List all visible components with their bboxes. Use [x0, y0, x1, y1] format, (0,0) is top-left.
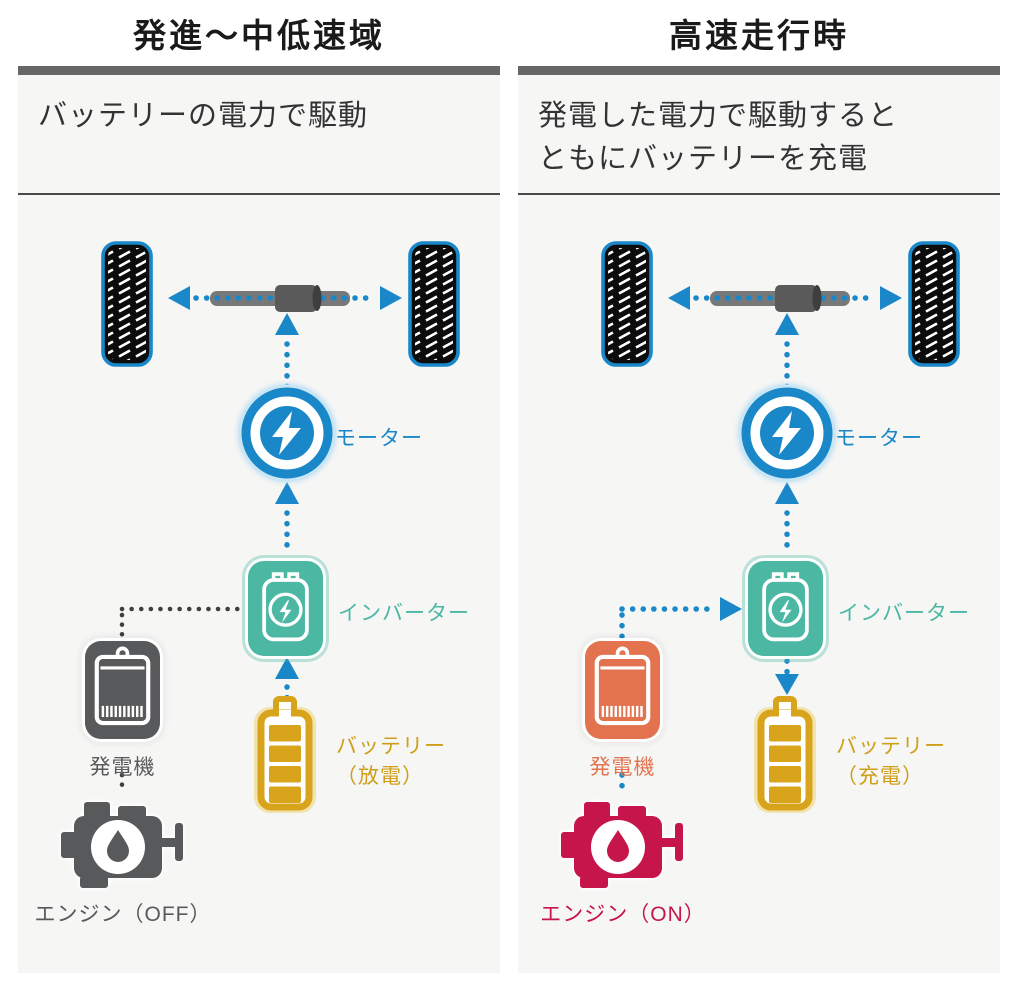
battery-icon	[254, 696, 316, 813]
description-line: ともにバッテリーを充電	[538, 143, 869, 175]
motor-icon	[238, 384, 336, 482]
battery-icon	[754, 696, 816, 813]
arrow-left-icon	[668, 286, 690, 310]
generator-icon	[585, 641, 660, 739]
engine-label: エンジン（OFF）	[34, 903, 212, 926]
motor-label: モーター	[835, 427, 923, 450]
engine-icon	[561, 802, 683, 888]
engine-icon	[61, 802, 183, 888]
arrow-left-icon	[168, 286, 190, 310]
differential	[775, 285, 817, 312]
arrow-up-icon	[775, 482, 799, 504]
tire-right-icon	[908, 241, 960, 367]
tire-left-icon	[601, 241, 653, 367]
battery-label: バッテリー （放電）	[336, 735, 446, 788]
panel-title: 発進～中低速域	[133, 17, 385, 54]
arrow-up-icon	[275, 482, 299, 504]
lightning-bolt-icon	[772, 411, 801, 455]
arrow-up-icon	[275, 657, 299, 679]
generator-icon	[85, 641, 160, 739]
oil-drop-icon	[107, 830, 129, 862]
panel-high-speed: 高速走行時 発電した電力で駆動すると ともにバッテリーを充電	[518, 10, 1000, 973]
arrow-up-icon	[775, 313, 799, 335]
engine-label: エンジン（ON）	[540, 903, 706, 926]
battery-label: バッテリー （充電）	[836, 735, 946, 788]
title-underline-bar	[18, 66, 500, 75]
arrow-right-icon	[380, 286, 402, 310]
powertrain-diagram: モーター インバーター	[18, 195, 500, 973]
inverter-icon	[748, 561, 823, 656]
description-line: バッテリーの電力で駆動	[38, 100, 369, 132]
axle-shaft	[710, 291, 850, 306]
generator-label: 発電機	[589, 756, 656, 779]
arrow-up-icon	[275, 313, 299, 335]
panel-description: バッテリーの電力で駆動	[18, 75, 500, 195]
inverter-icon	[248, 561, 323, 656]
panel-description: 発電した電力で駆動すると ともにバッテリーを充電	[518, 75, 1000, 195]
arrow-right-icon	[880, 286, 902, 310]
description-line: 発電した電力で駆動すると	[538, 100, 899, 132]
arrow-right-icon	[720, 597, 742, 621]
tire-right-icon	[408, 241, 460, 367]
inverter-label: インバーター	[838, 602, 970, 625]
generator-label: 発電機	[89, 756, 156, 779]
motor-label: モーター	[335, 427, 423, 450]
oil-drop-icon	[607, 830, 629, 862]
inverter-label: インバーター	[338, 602, 470, 625]
axle-shaft	[210, 291, 350, 306]
panel-title: 高速走行時	[669, 17, 849, 54]
motor-icon	[738, 384, 836, 482]
lightning-bolt-icon	[272, 411, 301, 455]
tire-left-icon	[101, 241, 153, 367]
title-underline-bar	[518, 66, 1000, 75]
differential	[275, 285, 317, 312]
panel-low-speed: 発進～中低速域 バッテリーの電力で駆動	[18, 10, 500, 973]
powertrain-diagram: モーター インバーター	[518, 195, 1000, 973]
